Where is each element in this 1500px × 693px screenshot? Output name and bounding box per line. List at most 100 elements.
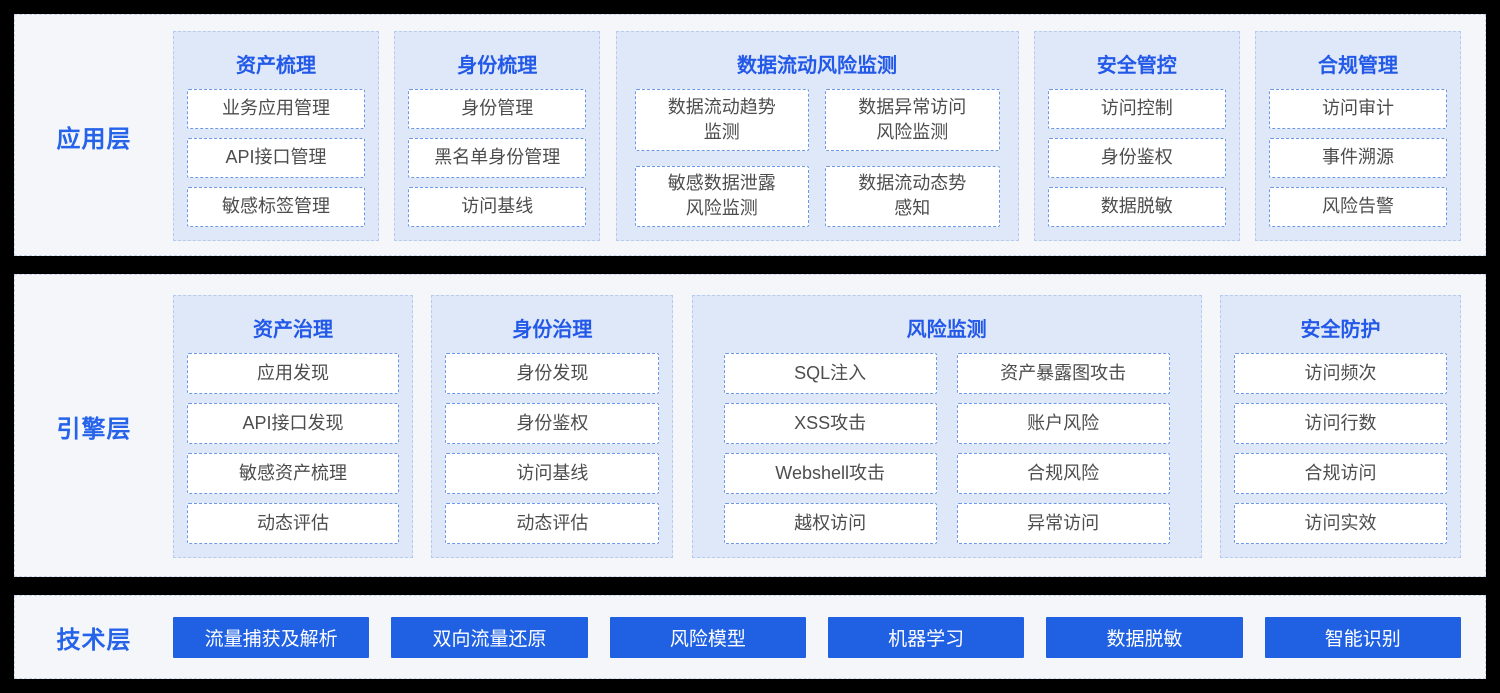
group-title: 合规管理 xyxy=(1318,55,1398,77)
item-box: Webshell攻击 xyxy=(723,453,937,494)
tech-item-bidirectional-traffic-restore: 双向流量还原 xyxy=(391,616,588,658)
item-box: 动态评估 xyxy=(187,503,399,544)
group-compliance-management: 合规管理 访问审计 事件溯源 风险告警 xyxy=(1255,31,1461,241)
item-box: 访问基线 xyxy=(445,453,660,494)
item-box: 黑名单身份管理 xyxy=(408,138,587,178)
technology-layer-items: 流量捕获及解析 双向流量还原 风险模型 机器学习 数据脱敏 智能识别 xyxy=(173,616,1461,658)
item-label: 身份管理 xyxy=(461,98,534,119)
group-title: 资产梳理 xyxy=(236,55,316,77)
item-box: 账户风险 xyxy=(956,403,1170,444)
group-identity-governance: 身份治理 身份发现 身份鉴权 访问基线 动态评估 xyxy=(431,295,674,558)
item-box: 合规访问 xyxy=(1233,453,1447,494)
group-items: 身份发现 身份鉴权 访问基线 动态评估 xyxy=(445,353,660,544)
item-box: API接口管理 xyxy=(187,138,365,178)
item-box: API接口发现 xyxy=(187,403,399,444)
group-items: 应用发现 API接口发现 敏感资产梳理 动态评估 xyxy=(187,353,399,544)
item-box: 合规风险 xyxy=(956,453,1170,494)
tech-item-label: 流量捕获及解析 xyxy=(204,628,338,650)
item-box: 身份鉴权 xyxy=(445,403,660,444)
item-box: 异常访问 xyxy=(956,503,1170,544)
item-box: 身份鉴权 xyxy=(1047,138,1226,178)
group-items: 访问审计 事件溯源 风险告警 xyxy=(1269,89,1447,227)
item-label: 资产暴露图攻击 xyxy=(1000,362,1127,383)
group-security-protection: 安全防护 访问频次 访问行数 合规访问 访问实效 xyxy=(1219,295,1461,558)
group-asset-governance: 资产治理 应用发现 API接口发现 敏感资产梳理 动态评估 xyxy=(173,295,413,558)
engine-layer-groups: 资产治理 应用发现 API接口发现 敏感资产梳理 动态评估 身份治理 身份发现 … xyxy=(173,295,1461,558)
group-title: 风险监测 xyxy=(906,319,987,341)
tech-item-label: 机器学习 xyxy=(888,628,965,650)
item-box: 数据流动态势感知 xyxy=(825,165,1000,227)
item-box: 访问行数 xyxy=(1233,403,1447,444)
item-label: 访问实效 xyxy=(1304,512,1377,533)
application-layer-groups: 资产梳理 业务应用管理 API接口管理 敏感标签管理 身份梳理 身份管理 黑名单… xyxy=(173,31,1461,241)
item-label: 敏感数据泄露风险监测 xyxy=(667,173,776,219)
group-items: 访问控制 身份鉴权 数据脱敏 xyxy=(1047,89,1226,227)
item-label: SQL注入 xyxy=(794,362,867,383)
item-box: 动态评估 xyxy=(445,503,660,544)
item-box: 身份管理 xyxy=(408,89,587,129)
tech-item-traffic-capture-parsing: 流量捕获及解析 xyxy=(173,616,370,658)
item-box: 访问实效 xyxy=(1233,503,1447,544)
item-label: 身份鉴权 xyxy=(516,412,589,433)
group-title: 身份梳理 xyxy=(457,55,538,77)
item-label: 数据脱敏 xyxy=(1100,196,1173,217)
group-risk-monitoring: 风险监测 SQL注入 资产暴露图攻击 XSS攻击 账户风险 Webshell攻击… xyxy=(691,295,1202,558)
item-label: 事件溯源 xyxy=(1322,147,1394,168)
item-box: 访问控制 xyxy=(1047,89,1226,129)
item-label: 访问基线 xyxy=(461,196,534,217)
item-box: SQL注入 xyxy=(723,353,937,394)
tech-item-risk-model: 风险模型 xyxy=(609,616,806,658)
group-data-flow-risk-monitoring: 数据流动风险监测 数据流动趋势监测 数据异常访问风险监测 敏感数据泄露风险监测 … xyxy=(615,31,1019,241)
item-box: 敏感数据泄露风险监测 xyxy=(634,165,809,227)
item-box: 访问基线 xyxy=(408,187,587,227)
item-label: 动态评估 xyxy=(257,512,329,533)
item-box: 访问审计 xyxy=(1269,89,1447,129)
item-box: 敏感资产梳理 xyxy=(187,453,399,494)
item-label: 合规访问 xyxy=(1304,462,1377,483)
group-items: SQL注入 资产暴露图攻击 XSS攻击 账户风险 Webshell攻击 合规风险… xyxy=(706,353,1188,544)
item-box: 数据流动趋势监测 xyxy=(634,89,809,151)
tech-item-label: 风险模型 xyxy=(669,628,746,650)
item-box: 资产暴露图攻击 xyxy=(956,353,1170,394)
tech-item-machine-learning: 机器学习 xyxy=(827,616,1025,658)
item-box: 访问频次 xyxy=(1233,353,1447,394)
item-box: XSS攻击 xyxy=(723,403,937,444)
engine-layer-panel: 引擎层 资产治理 应用发现 API接口发现 敏感资产梳理 动态评估 身份治理 身… xyxy=(14,274,1486,577)
tech-item-label: 智能识别 xyxy=(1324,628,1401,650)
group-items: 业务应用管理 API接口管理 敏感标签管理 xyxy=(187,89,365,227)
item-label: 越权访问 xyxy=(794,512,867,533)
item-label: 身份鉴权 xyxy=(1100,147,1173,168)
item-label: XSS攻击 xyxy=(794,412,867,433)
item-box: 风险告警 xyxy=(1269,187,1447,227)
item-label: 应用发现 xyxy=(257,362,329,383)
item-label: 访问行数 xyxy=(1304,412,1377,433)
item-label: 敏感资产梳理 xyxy=(239,462,347,483)
item-label: 敏感标签管理 xyxy=(222,196,330,217)
item-label: 异常访问 xyxy=(1027,512,1100,533)
technology-layer-label: 技术层 xyxy=(56,626,132,654)
tech-item-intelligent-recognition: 智能识别 xyxy=(1264,616,1461,658)
application-layer-label-column: 应用层 xyxy=(15,31,173,241)
tech-item-data-masking: 数据脱敏 xyxy=(1046,616,1243,658)
item-box: 数据脱敏 xyxy=(1047,187,1226,227)
item-label: 访问基线 xyxy=(516,462,589,483)
group-items: 访问频次 访问行数 合规访问 访问实效 xyxy=(1233,353,1447,544)
item-label: 合规风险 xyxy=(1027,462,1100,483)
item-box: 业务应用管理 xyxy=(187,89,365,129)
group-identity-sorting: 身份梳理 身份管理 黑名单身份管理 访问基线 xyxy=(394,31,601,241)
engine-layer-label: 引擎层 xyxy=(56,416,132,443)
group-items: 数据流动趋势监测 数据异常访问风险监测 敏感数据泄露风险监测 数据流动态势感知 xyxy=(630,89,1005,227)
item-box: 越权访问 xyxy=(723,503,937,544)
item-label: 数据流动趋势监测 xyxy=(667,96,776,142)
group-title: 安全防护 xyxy=(1300,319,1381,341)
item-label: 数据异常访问风险监测 xyxy=(858,96,967,142)
item-label: 身份发现 xyxy=(516,362,589,383)
item-label: 访问频次 xyxy=(1304,362,1377,383)
item-box: 数据异常访问风险监测 xyxy=(825,89,1000,151)
group-title: 身份治理 xyxy=(512,319,593,341)
item-label: 业务应用管理 xyxy=(222,98,330,119)
item-box: 敏感标签管理 xyxy=(187,187,365,227)
application-layer-panel: 应用层 资产梳理 业务应用管理 API接口管理 敏感标签管理 身份梳理 身份管理… xyxy=(14,14,1486,256)
tech-item-label: 双向流量还原 xyxy=(432,628,547,650)
